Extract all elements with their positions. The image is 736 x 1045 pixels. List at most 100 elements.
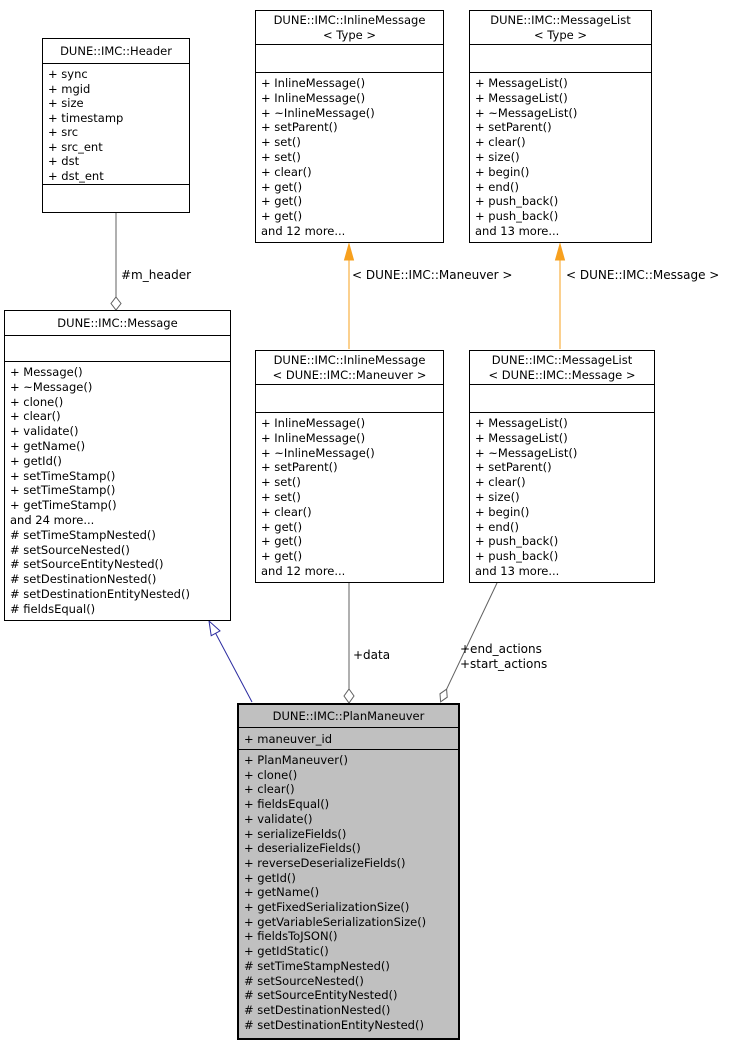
member-row: + PlanManeuver() xyxy=(244,753,348,767)
member-row: + get() xyxy=(261,194,303,209)
member-row: + InlineMessage() xyxy=(261,416,366,430)
member-row: + ~InlineMessage() xyxy=(261,445,375,460)
member-row: + end() xyxy=(475,519,519,534)
class-attributes-message-list-message xyxy=(470,385,654,413)
member-row: + ~MessageList() xyxy=(475,105,578,120)
member-row: + push_back() xyxy=(475,194,559,209)
member-row: # setTimeStampNested() xyxy=(10,527,156,542)
member-row: + set() xyxy=(261,489,301,504)
member-row: and 13 more... xyxy=(475,563,560,578)
member-row: + get() xyxy=(261,534,303,549)
member-row: + setParent() xyxy=(475,460,552,475)
member-row: + clear() xyxy=(261,164,312,179)
edge-label-m-header: #m_header xyxy=(121,268,192,282)
member-row: + deserializeFields() xyxy=(244,841,361,856)
member-row: + ~InlineMessage() xyxy=(261,105,375,120)
template-arrow-maneuver xyxy=(343,242,355,349)
member-row: + getId() xyxy=(244,870,296,885)
member-row: # setSourceEntityNested() xyxy=(10,557,164,572)
member-row: + clear() xyxy=(244,782,295,797)
member-row: + get() xyxy=(261,209,303,224)
member-row: + MessageList() xyxy=(475,430,568,445)
class-title-message: DUNE::IMC::Message xyxy=(5,311,230,336)
member-row: + InlineMessage() xyxy=(261,90,366,105)
class-box-message-list-message[interactable]: DUNE::IMC::MessageList< DUNE::IMC::Messa… xyxy=(469,350,655,583)
member-row: < Type > xyxy=(534,27,587,42)
member-row: + begin() xyxy=(475,504,530,519)
member-row: < DUNE::IMC::Message > xyxy=(488,367,636,382)
member-row: + src xyxy=(48,125,79,139)
member-row: + getIdStatic() xyxy=(244,944,329,959)
member-row: + src_ent xyxy=(48,139,103,154)
member-row: + clear() xyxy=(475,475,526,490)
member-row: + reverseDeserializeFields() xyxy=(244,855,406,870)
member-row: + end() xyxy=(475,179,519,194)
member-row: DUNE::IMC::MessageList xyxy=(490,12,631,27)
member-row: and 12 more... xyxy=(261,563,346,578)
member-row: # setDestinationEntityNested() xyxy=(244,1017,424,1032)
member-row: + validate() xyxy=(10,424,79,439)
member-row: # setTimeStampNested() xyxy=(244,958,390,973)
member-row: + get() xyxy=(261,549,303,564)
member-row: + push_back() xyxy=(475,549,559,564)
member-row: and 13 more... xyxy=(475,223,560,238)
member-row: + get() xyxy=(261,179,303,194)
class-methods-plan-maneuver: + PlanManeuver()+ clone()+ clear()+ fiel… xyxy=(239,750,458,1038)
class-attributes-message-list-type xyxy=(470,45,651,73)
member-row: + setTimeStamp() xyxy=(10,483,116,498)
class-methods-message-list-type: + MessageList()+ MessageList()+ ~Message… xyxy=(470,73,651,242)
member-row: + push_back() xyxy=(475,209,559,224)
member-row: and 24 more... xyxy=(10,512,95,527)
member-row: + clone() xyxy=(10,394,64,409)
class-attributes-header: + sync+ mgid+ size+ timestamp+ src+ src_… xyxy=(43,64,189,185)
member-row: + sync xyxy=(48,67,88,81)
class-title-plan-maneuver: DUNE::IMC::PlanManeuver xyxy=(239,705,458,728)
member-row: + InlineMessage() xyxy=(261,430,366,445)
member-row: + MessageList() xyxy=(475,90,568,105)
member-row: < DUNE::IMC::Maneuver > xyxy=(272,367,427,382)
class-box-plan-maneuver[interactable]: DUNE::IMC::PlanManeuver + maneuver_id + … xyxy=(237,703,460,1040)
member-row: < Type > xyxy=(323,27,376,42)
member-row: + MessageList() xyxy=(475,76,568,90)
class-box-message[interactable]: DUNE::IMC::Message + Message()+ ~Message… xyxy=(4,310,231,621)
member-row: + clone() xyxy=(244,767,298,782)
member-row: + ~MessageList() xyxy=(475,445,578,460)
template-arrow-message xyxy=(554,242,566,349)
member-row: # setSourceEntityNested() xyxy=(244,988,398,1003)
member-row: # setSourceNested() xyxy=(244,973,364,988)
member-row: DUNE::IMC::MessageList xyxy=(491,352,633,367)
class-methods-message: + Message()+ ~Message()+ clone()+ clear(… xyxy=(5,362,230,620)
member-row: and 12 more... xyxy=(261,223,346,238)
class-methods-header xyxy=(43,185,189,212)
member-row: + fieldsEqual() xyxy=(244,797,330,812)
member-row: DUNE::IMC::InlineMessage xyxy=(273,12,426,27)
member-row: # fieldsEqual() xyxy=(10,601,96,616)
member-row: + validate() xyxy=(244,811,313,826)
member-row: + setParent() xyxy=(261,460,338,475)
class-box-inline-message-type[interactable]: DUNE::IMC::InlineMessage< Type > + Inlin… xyxy=(255,10,444,243)
class-title-header: DUNE::IMC::Header xyxy=(43,39,189,64)
class-attributes-inline-message-type xyxy=(256,45,443,73)
class-box-header[interactable]: DUNE::IMC::Header + sync+ mgid+ size+ ti… xyxy=(42,38,190,213)
class-methods-message-list-message: + MessageList()+ MessageList()+ ~Message… xyxy=(470,413,654,582)
edge-label-end-actions: +end_actions xyxy=(460,642,542,656)
member-row: + getId() xyxy=(10,453,62,468)
member-row: + size() xyxy=(475,489,520,504)
member-row: DUNE::IMC::PlanManeuver xyxy=(272,708,425,723)
class-box-inline-message-maneuver[interactable]: DUNE::IMC::InlineMessage< DUNE::IMC::Man… xyxy=(255,350,444,583)
member-row: + setTimeStamp() xyxy=(10,468,116,483)
member-row: + set() xyxy=(261,135,301,150)
class-box-message-list-type[interactable]: DUNE::IMC::MessageList< Type > + Message… xyxy=(469,10,652,243)
member-row: + get() xyxy=(261,519,303,534)
member-row: + getName() xyxy=(10,438,86,453)
class-title-inline-message-type: DUNE::IMC::InlineMessage< Type > xyxy=(256,11,443,45)
member-row: + maneuver_id xyxy=(244,732,333,746)
member-row: + clear() xyxy=(10,409,61,424)
member-row: DUNE::IMC::InlineMessage xyxy=(273,352,426,367)
member-row: + getName() xyxy=(244,885,320,900)
member-row: + size xyxy=(48,96,84,110)
member-row: + begin() xyxy=(475,164,530,179)
class-methods-inline-message-maneuver: + InlineMessage()+ InlineMessage()+ ~Inl… xyxy=(256,413,443,582)
class-attributes-plan-maneuver: + maneuver_id xyxy=(239,728,458,750)
